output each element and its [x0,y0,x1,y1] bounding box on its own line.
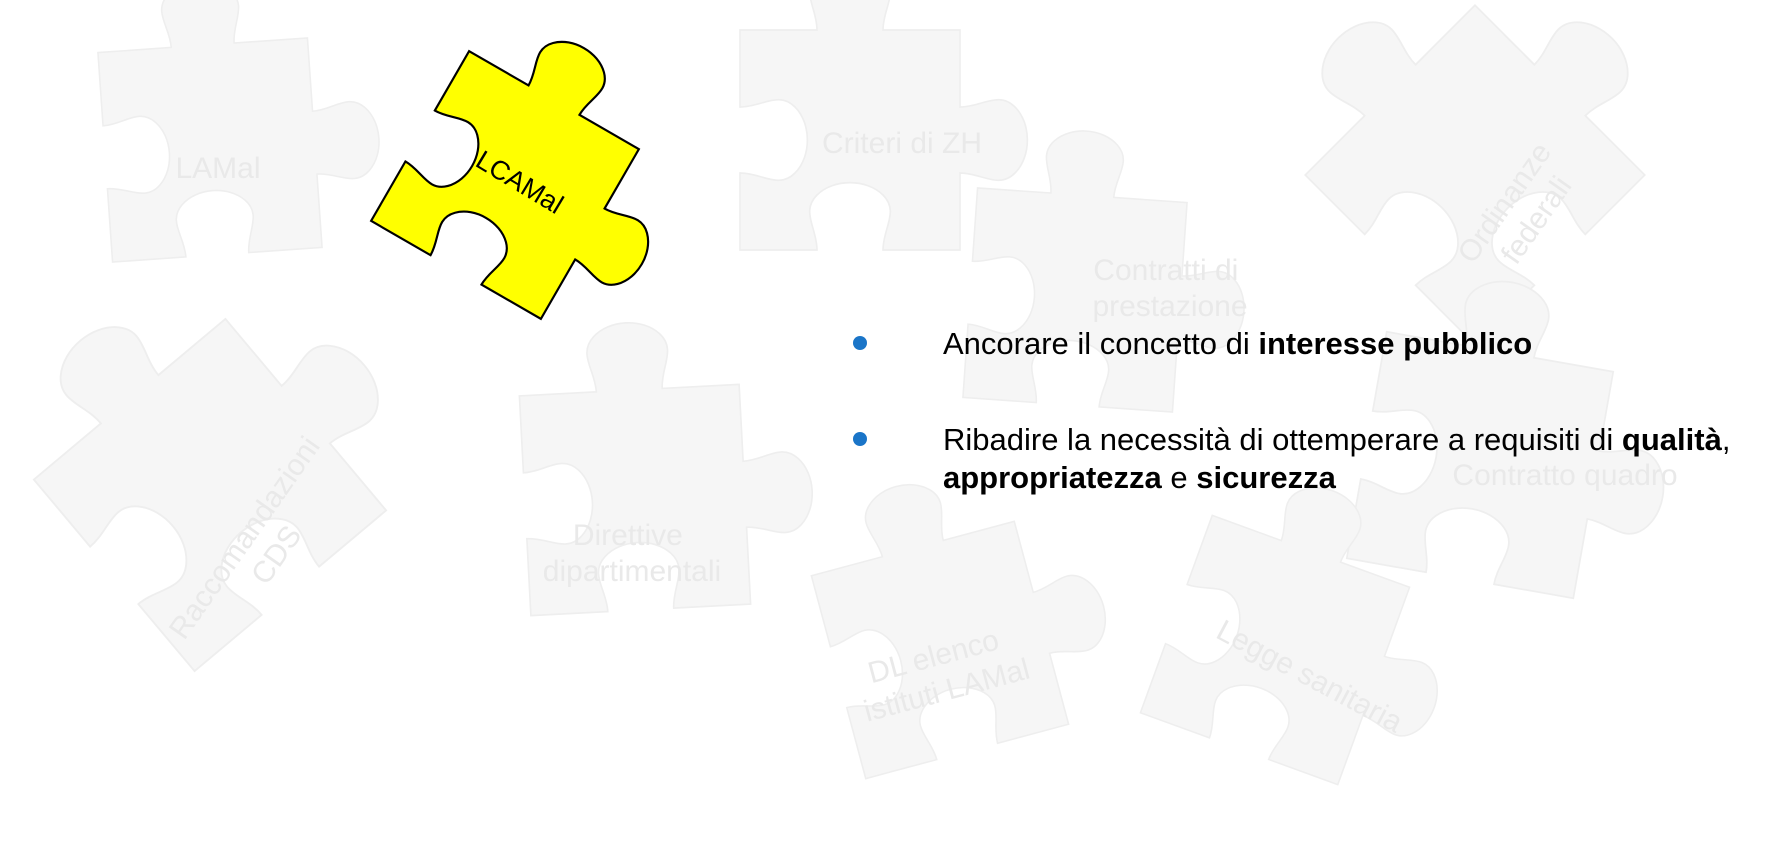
bullet-2-part-4: appropriatezza [943,460,1162,495]
label-lamal: LAMal [175,152,260,185]
puzzle-piece-lcamal [370,0,722,350]
puzzle-piece-lamal [92,0,388,263]
bullet-2-part-1: Ribadire la necessità di ottemperare a r… [943,422,1622,457]
bullet-2-part-3: , [1721,422,1731,457]
bullet-item-2: Ribadire la necessità di ottemperare a r… [853,421,1763,497]
label-contratti: Contratti di prestazione [1092,254,1247,323]
puzzle-piece-raccomandazioni [0,210,446,673]
bullet-1-text: Ancorare il concetto di interesse pubbli… [943,326,1532,361]
bullet-2-part-5: e [1161,460,1197,495]
bullet-list: Ancorare il concetto di interesse pubbli… [853,325,1763,555]
bullet-1-part-1: Ancorare il concetto di [943,326,1259,361]
bullet-2-text: Ribadire la necessità di ottemperare a r… [943,422,1730,495]
bullet-dot-icon [853,336,867,350]
label-contratti-line1: Contratti di [1093,254,1238,287]
label-direttive-line2: dipartimentali [543,555,721,588]
bullet-2-part-2: qualità [1621,422,1722,457]
label-contratto-quadro: Contratto quadro [1452,459,1677,492]
lcamal-piece-shape [370,0,722,350]
label-contratti-line2: prestazione [1092,290,1247,323]
bullet-1-part-2: interesse pubblico [1258,326,1533,361]
label-criteri: Criteri di ZH [822,127,982,160]
bullet-dot-icon [853,432,867,446]
bullet-2-part-6: sicurezza [1196,460,1336,495]
label-direttive: Direttive dipartimentali [543,519,721,588]
label-direttive-line1: Direttive [573,519,683,552]
bullet-item-1: Ancorare il concetto di interesse pubbli… [853,325,1763,363]
